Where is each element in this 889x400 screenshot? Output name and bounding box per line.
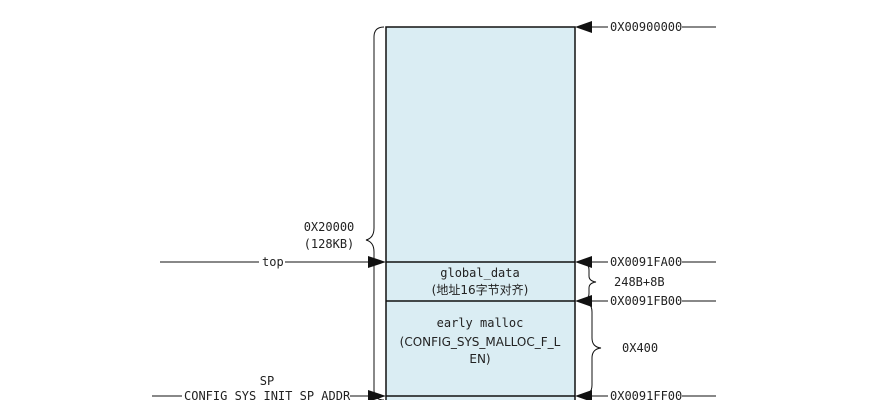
svg-text:top: top <box>262 255 284 269</box>
total-size-kb: (128KB) <box>304 237 355 251</box>
early-malloc-label: early malloc <box>437 316 524 330</box>
arrow-left-icon <box>575 295 592 307</box>
svg-text:0X0091FB00: 0X0091FB00 <box>610 294 682 308</box>
svg-text:0X0091FF00: 0X0091FF00 <box>610 389 682 400</box>
arrow-right-icon <box>368 256 386 268</box>
addr-marker-sp: 0X0091FF00 <box>575 389 716 400</box>
global-data-label: global_data <box>440 266 519 280</box>
sram-region <box>385 26 576 400</box>
svg-text:SP: SP <box>260 374 274 388</box>
malloc-size-label: 0X400 <box>622 341 658 355</box>
top-pointer: top <box>160 255 386 269</box>
svg-text:0X00900000: 0X00900000 <box>610 20 682 34</box>
early-malloc-config-line2: EN) <box>469 352 490 366</box>
malloc-size-brace <box>579 300 602 397</box>
arrow-left-icon <box>575 256 592 268</box>
arrow-left-icon <box>575 390 592 400</box>
global-data-align-note: (地址16字节对齐) <box>432 282 529 297</box>
addr-marker-top: 0X00900000 <box>575 20 716 34</box>
svg-text:0X0091FA00: 0X0091FA00 <box>610 255 682 269</box>
gd-size-label: 248B+8B <box>614 275 665 289</box>
early-malloc-config-line1: (CONFIG_SYS_MALLOC_F_L <box>400 335 561 349</box>
svg-text:CONFIG_SYS_INIT_SP_ADDR: CONFIG_SYS_INIT_SP_ADDR <box>184 389 351 400</box>
gd-size-brace <box>579 261 597 302</box>
sp-pointer: SP CONFIG_SYS_INIT_SP_ADDR <box>152 374 386 400</box>
total-size-brace <box>365 26 385 400</box>
arrow-right-icon <box>368 390 386 400</box>
arrow-left-icon <box>575 21 592 33</box>
addr-marker-gd: 0X0091FA00 <box>575 255 716 269</box>
total-size-label: 0X20000 <box>304 220 355 234</box>
addr-marker-malloc: 0X0091FB00 <box>575 294 716 308</box>
